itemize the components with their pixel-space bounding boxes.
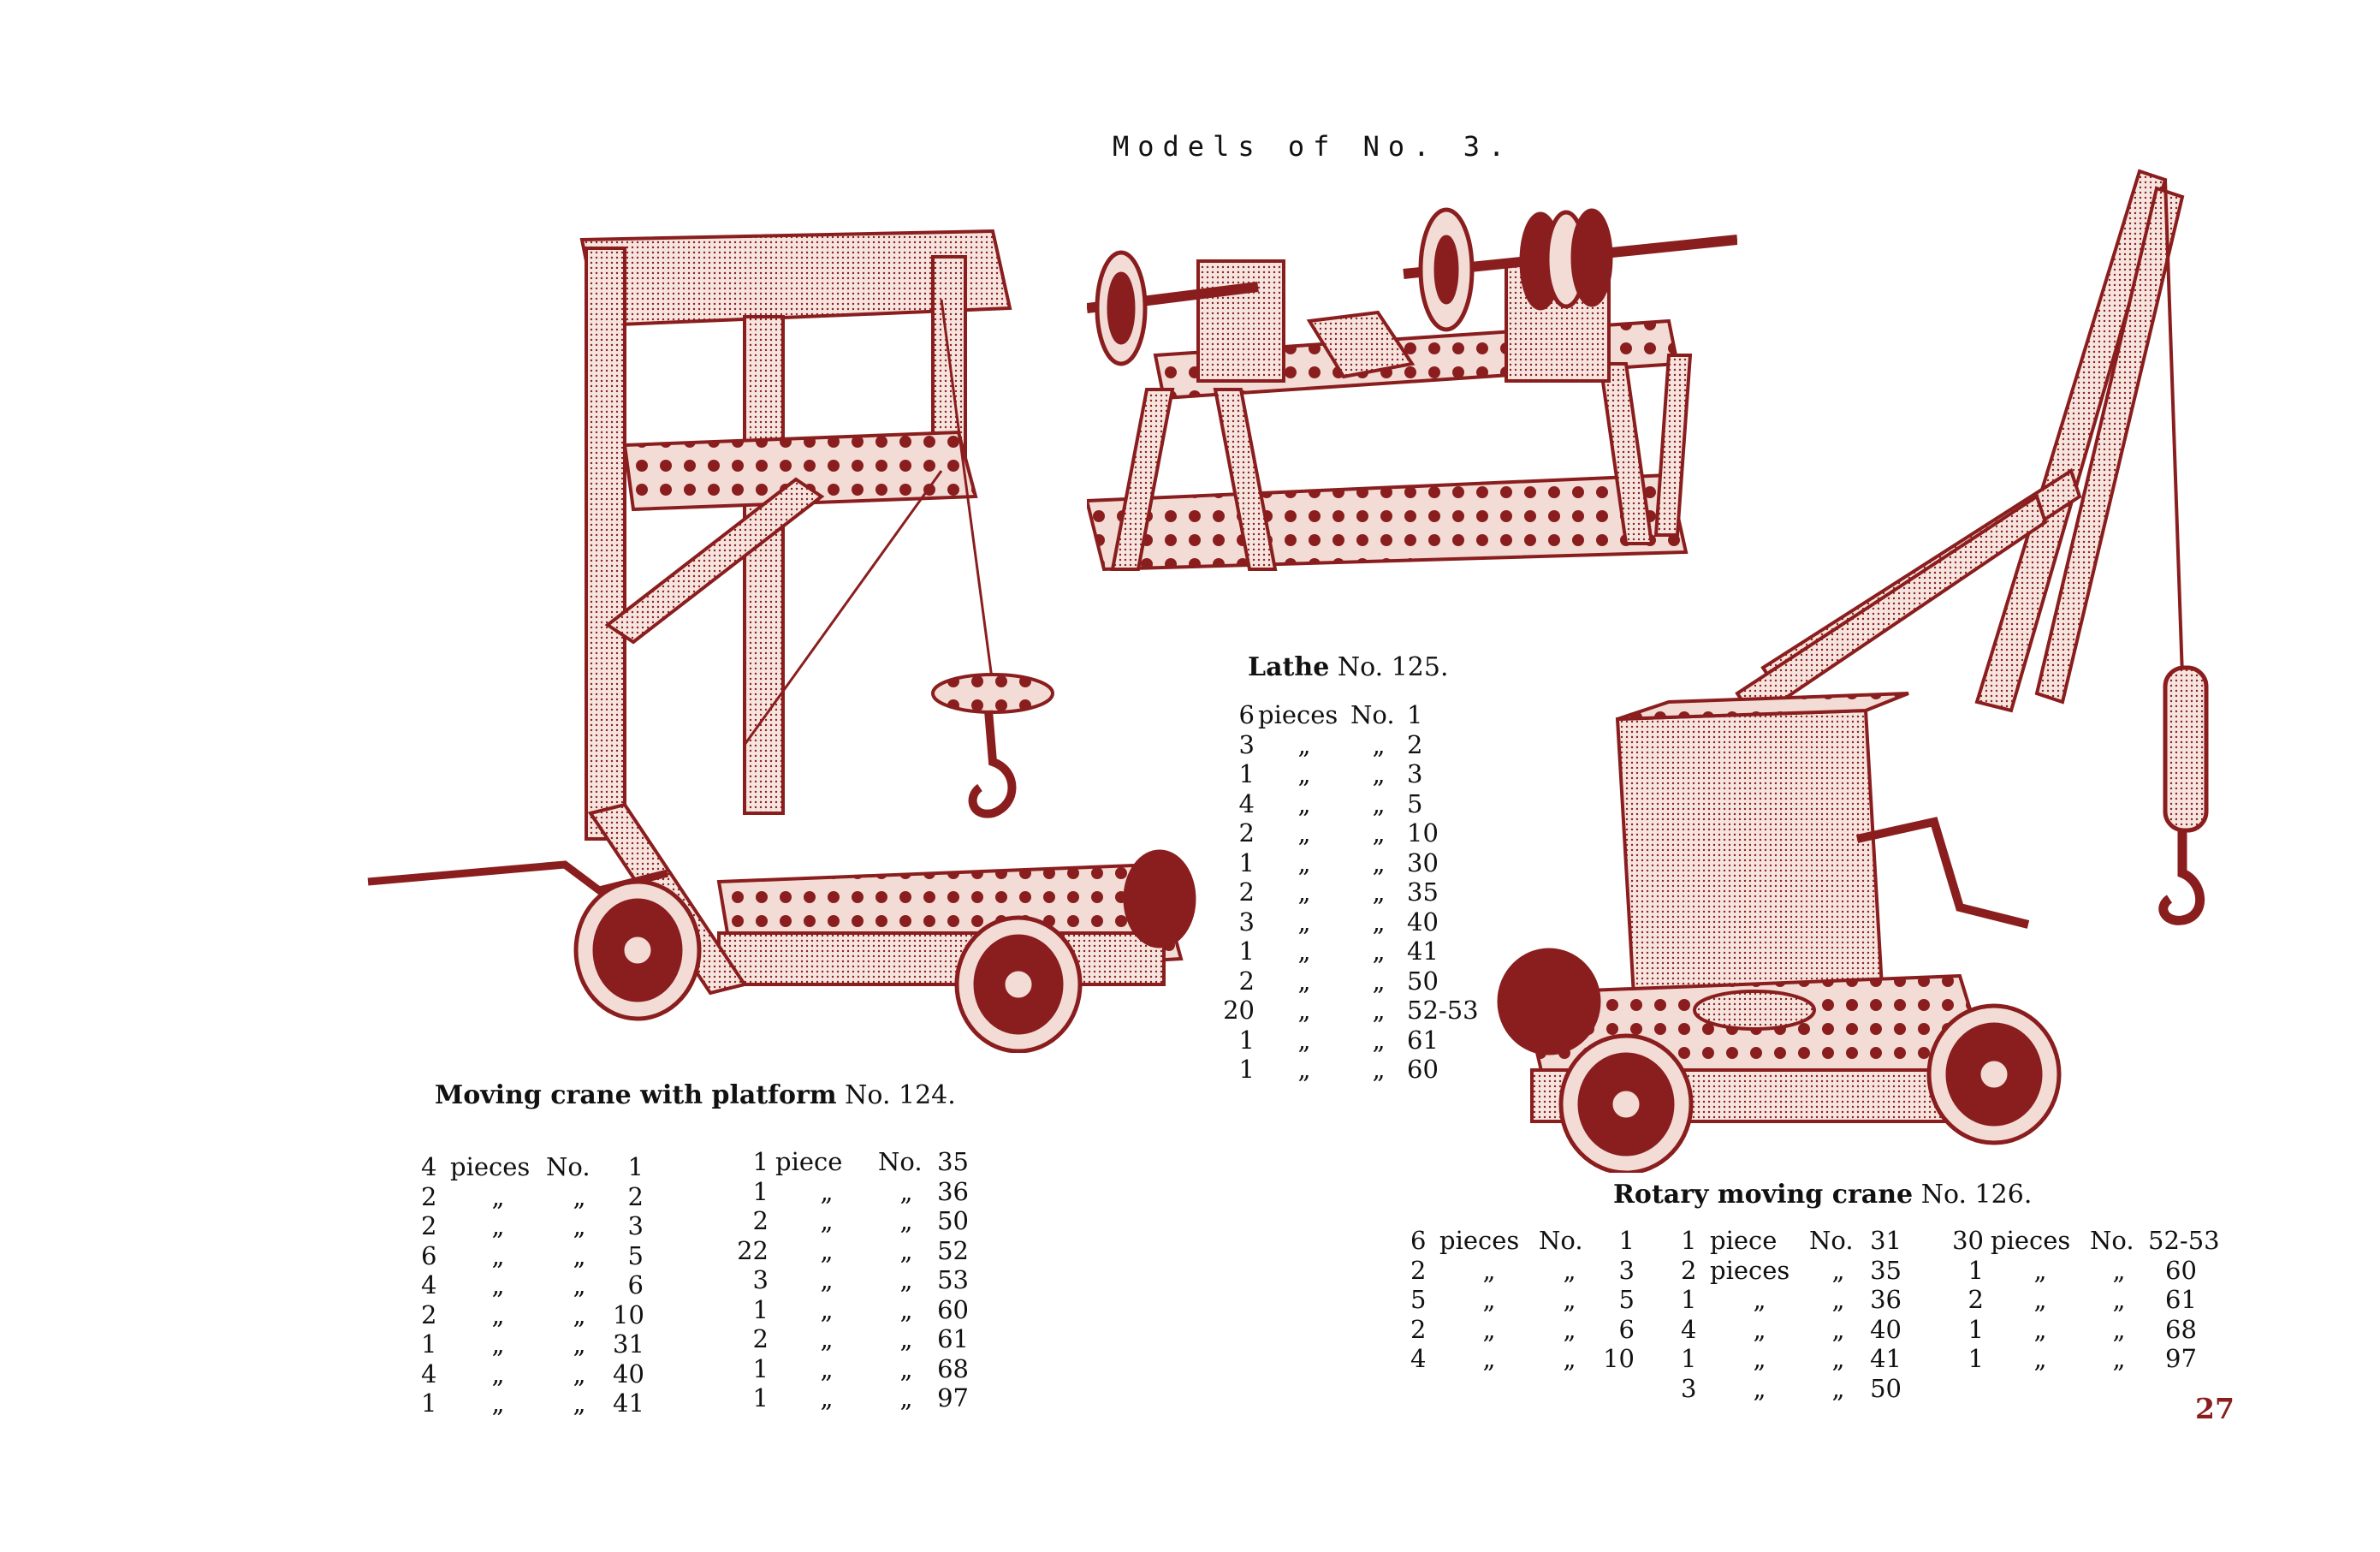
parts-row: 1„„36 [1681,1285,1902,1314]
page-title: Models of No. 3. [1113,130,1514,163]
model-125-number: No. 125. [1337,652,1449,682]
parts-row: 2„„35 [1238,877,1439,907]
parts-row: 3„„2 [1238,729,1423,759]
rotary-crane-illustration [1497,169,2209,1173]
parts-row: 2„„2 [421,1181,644,1211]
parts-row: 6„„5 [421,1240,644,1270]
parts-row: 1„„41 [1238,937,1439,966]
parts-row: 1„„61 [1238,1025,1439,1055]
parts-row: 2„„61 [1968,1285,2197,1314]
parts-row: 4„„40 [421,1359,644,1388]
parts-row: 20„„52-53 [1223,996,1479,1025]
model-124-name: Moving crane with platform [435,1080,837,1110]
model-124-number: No. 124. [845,1080,956,1110]
parts-row: 2„„50 [752,1206,969,1235]
model-126-name: Rotary moving crane [1613,1180,1914,1210]
parts-row: 1„„97 [1968,1344,2197,1373]
parts-row: 2„„61 [752,1324,969,1353]
parts-row: 4„„10 [1410,1344,1635,1373]
moving-crane-illustration [367,229,1196,1053]
page-number: 27 [2195,1392,2235,1425]
lathe-illustration [1087,207,1737,572]
parts-row: 2„„10 [1238,818,1439,847]
parts-row: 1„„30 [1238,847,1439,877]
parts-row: 4„„40 [1681,1314,1902,1344]
parts-row: 1„„36 [752,1176,969,1206]
parts-row: 2„„50 [1238,966,1439,996]
parts-row: 2„„3 [1410,1255,1635,1285]
model-125-name: Lathe [1248,652,1330,682]
parts-row: 1„„97 [752,1383,969,1412]
parts-row: 1„„68 [1968,1314,2197,1344]
parts-row: 1„„60 [1968,1255,2197,1285]
model-125-caption: Lathe No. 125. [1248,652,1449,682]
model-124-caption: Moving crane with platform No. 124. [435,1080,956,1110]
parts-row: 2„„6 [1410,1314,1635,1344]
parts-row: 2„„10 [421,1299,644,1329]
parts-row: 5„„5 [1410,1285,1635,1314]
parts-row: 2„„3 [421,1211,644,1240]
model-126-caption: Rotary moving crane No. 126. [1613,1180,2032,1210]
parts-row: 3„„53 [752,1265,969,1294]
parts-row: 3„„40 [1238,907,1439,937]
parts-row: 4„„6 [421,1270,644,1299]
parts-row: 1„„60 [752,1294,969,1324]
parts-row: 1„„31 [421,1329,644,1359]
parts-row: 4„„5 [1238,788,1423,818]
parts-row: 1„„3 [1238,759,1423,788]
parts-row: 1„„60 [1238,1055,1439,1084]
parts-row: 3„„50 [1681,1373,1902,1403]
parts-row: 1„„41 [421,1388,644,1418]
parts-row: 1„„68 [752,1353,969,1383]
parts-row: 22„„52 [737,1235,969,1265]
model-126-number: No. 126. [1920,1180,2033,1210]
parts-row: 1„„41 [1681,1344,1902,1373]
